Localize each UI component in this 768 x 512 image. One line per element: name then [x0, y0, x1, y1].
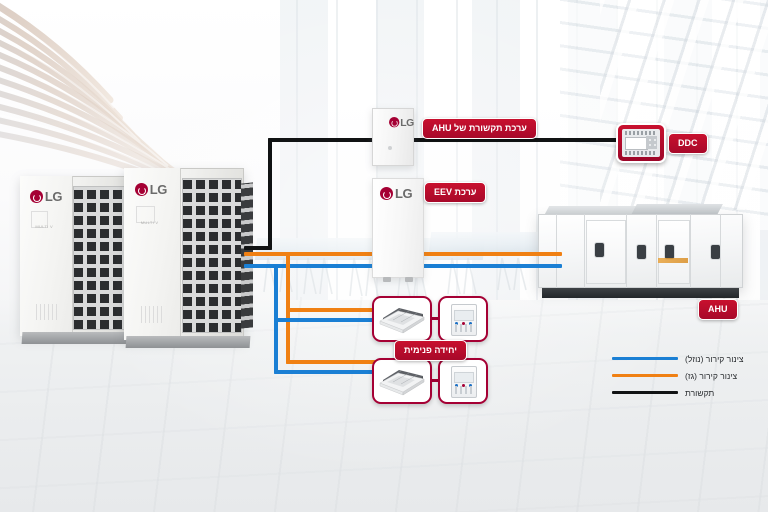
lg-mark-icon: [389, 117, 400, 128]
label-ddc: DDC: [668, 133, 708, 154]
label-indoor-unit: יחידה פנימית: [394, 340, 467, 361]
outdoor-unit-2-grille: [182, 178, 242, 334]
comm-line-vertical-left: [268, 138, 272, 250]
remote-display: [454, 310, 474, 321]
ddc-controller-device[interactable]: [616, 123, 666, 163]
remote-button: [455, 322, 458, 325]
ddc-bottom-buttons[interactable]: [625, 151, 657, 155]
ahu-inspection-window: [594, 242, 605, 258]
liquid-pipe-branch-indoor-1: [274, 318, 376, 322]
legend-swatch-liquid-pipe: [612, 357, 678, 360]
gas-pipe-to-ahu: [484, 252, 562, 256]
remote-illustration: [451, 304, 477, 336]
eev-kit-device: LG: [372, 178, 424, 282]
lg-wordmark: LG: [400, 116, 414, 129]
lg-wordmark: LG: [395, 186, 413, 201]
ahu-comm-kit-device: LG: [372, 108, 414, 166]
ahu-seam: [656, 214, 657, 288]
label-ahu-comm-kit: ערכת תקשורת של AHU: [422, 118, 537, 139]
remote-button: [469, 322, 472, 325]
lg-wordmark: LG: [149, 182, 168, 198]
remote-key-rows: [455, 386, 473, 394]
legend-label-gas-pipe: צינור קירור (גז): [685, 370, 738, 381]
remote-button: [455, 384, 458, 387]
legend-item-liquid-pipe: צינור קירור (נוזל): [612, 350, 762, 367]
outdoor-unit-1-base: [21, 332, 137, 344]
cassette-illustration: [379, 366, 425, 396]
ahu-warning-sticker: [658, 258, 688, 263]
ceiling-cassette-2: [372, 358, 432, 404]
label-ahu: AHU: [698, 299, 738, 320]
liquid-pipe-branch-indoor-2: [274, 370, 376, 374]
lg-mark-icon: [29, 190, 43, 204]
eev-kit-foot: [383, 277, 391, 282]
legend-item-comm-line: תקשורת: [612, 384, 762, 401]
legend-swatch-gas-pipe: [612, 374, 678, 377]
liquid-pipe-main-horizontal: [244, 264, 488, 268]
gas-pipe-branch-indoor-2: [286, 360, 376, 364]
ahu-seam: [556, 214, 557, 288]
ahu-seam: [626, 214, 627, 288]
ddc-top-buttons[interactable]: [625, 131, 657, 135]
remote-illustration: [451, 366, 477, 398]
ahu-access-door: [586, 220, 626, 284]
remote-button: [462, 384, 465, 387]
remote-key-rows: [455, 324, 473, 332]
remote-button: [469, 384, 472, 387]
outdoor-unit-2-base: [125, 336, 251, 348]
comm-line-to-outdoor-units: [244, 246, 272, 250]
comm-line-top-left: [268, 138, 376, 142]
remote-button: [462, 322, 465, 325]
ddc-faceplate: [622, 129, 660, 157]
outdoor-unit-1: MULTI V LG: [20, 176, 139, 344]
ahu-unit: [538, 204, 743, 298]
eev-kit-lg-logo: LG: [380, 186, 413, 201]
cassette-illustration: [379, 304, 425, 334]
lg-mark-icon: [134, 183, 148, 197]
outdoor-unit-1-grille: [73, 185, 128, 330]
outdoor-unit-2-vent: [136, 205, 155, 224]
legend-swatch-comm-line: [612, 391, 678, 394]
gas-pipe-main-horizontal: [244, 252, 488, 256]
outdoor-unit-1-feet: [33, 304, 58, 320]
legend-label-comm-line: תקשורת: [685, 387, 715, 398]
outdoor-unit-1-model-text: MULTI V: [35, 224, 53, 229]
legend-label-liquid-pipe: צינור קירור (נוזל): [685, 353, 744, 364]
comm-line-to-ddc: [408, 138, 620, 142]
outdoor-unit-2: MULTI V LG: [124, 168, 253, 348]
ddc-display: [625, 137, 648, 150]
ahu-plinth: [542, 288, 739, 298]
lg-mark-icon: [380, 187, 393, 200]
gas-pipe-branch-indoor-1: [286, 308, 376, 312]
label-eev-kit: ערכת EEV: [424, 182, 487, 203]
outdoor-unit-1-lg-logo: LG: [29, 189, 63, 205]
ahu-inspection-window: [636, 244, 647, 260]
legend: צינור קירור (נוזל) צינור קירור (גז) תקשו…: [612, 350, 762, 401]
legend-item-gas-pipe: צינור קירור (גז): [612, 367, 762, 384]
eev-kit-foot: [405, 277, 413, 282]
ceiling-cassette-1: [372, 296, 432, 342]
remote-display: [454, 372, 474, 383]
outdoor-unit-1-vent: [31, 211, 49, 228]
ahu-inspection-window: [710, 244, 721, 260]
wall-remote-controller-1: [438, 296, 488, 342]
ddc-keypad[interactable]: [646, 136, 657, 149]
outdoor-unit-2-model-text: MULTI V: [140, 219, 159, 225]
outdoor-unit-2-lg-logo: LG: [134, 182, 168, 198]
wall-remote-controller-2: [438, 358, 488, 404]
ahu-seam: [690, 214, 691, 288]
indoor-connector-2: [424, 379, 440, 382]
lg-wordmark: LG: [44, 189, 63, 205]
indoor-connector-1: [424, 317, 440, 320]
liquid-pipe-to-ahu: [484, 264, 562, 268]
comm-kit-lg-logo: LG: [389, 116, 414, 129]
ahu-seam: [584, 214, 585, 288]
outdoor-unit-2-feet: [138, 305, 165, 323]
comm-kit-indicator: [388, 146, 392, 150]
